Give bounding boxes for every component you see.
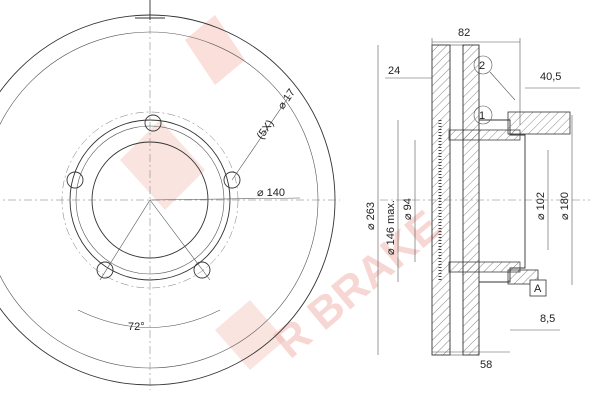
bolt-count-label: (5X) bbox=[255, 118, 277, 142]
bore-dia-label: ⌀ 94 bbox=[402, 198, 414, 220]
hub-outline bbox=[479, 119, 526, 283]
bolt-hole bbox=[144, 114, 162, 132]
callout-2-circle bbox=[473, 55, 493, 75]
angle-label: 72° bbox=[128, 321, 145, 333]
callout-2-label: 2 bbox=[479, 60, 485, 72]
min-thick-label: 8,5 bbox=[540, 313, 555, 325]
bolt-hole bbox=[66, 171, 84, 189]
datum-label: A bbox=[534, 283, 542, 295]
hub-label: 40,5 bbox=[540, 71, 561, 83]
angle-ray bbox=[149, 199, 211, 281]
callout-1-label: 1 bbox=[479, 110, 485, 122]
bottom-width-label: 58 bbox=[480, 359, 492, 371]
bolt-leader bbox=[231, 94, 291, 181]
angle-arc bbox=[77, 309, 221, 328]
outer-dia-label: ⌀ 263 bbox=[365, 202, 377, 230]
offset-label: 24 bbox=[388, 65, 400, 77]
callout-2-leader bbox=[489, 71, 516, 101]
hub-flange-top bbox=[507, 111, 571, 135]
bolt-hole bbox=[223, 171, 241, 189]
datum-box bbox=[529, 279, 547, 297]
bolt-hole bbox=[96, 261, 114, 279]
watermark-text: R BRAKE bbox=[265, 201, 450, 367]
pcd-label: ⌀ 140 bbox=[257, 187, 285, 199]
bolt-dia-label: ⌀ 17 bbox=[276, 87, 298, 112]
width-label: 82 bbox=[458, 27, 470, 39]
pcd-leader bbox=[149, 197, 301, 201]
bolt-holes bbox=[66, 114, 241, 279]
bolt-hole bbox=[193, 261, 211, 279]
hat-circle bbox=[69, 119, 231, 281]
inner-dia-label: ⌀ 102 bbox=[535, 192, 547, 220]
angle-ray bbox=[99, 199, 151, 281]
hat-dia-label: ⌀ 146 max. bbox=[385, 200, 397, 255]
hat-wall-top bbox=[448, 129, 521, 141]
callout-1-circle bbox=[473, 105, 493, 125]
hub-dia-label: ⌀ 180 bbox=[559, 192, 571, 220]
section-view: 82 24 40,5 2 1 ⌀ 263 ⌀ 146 max. ⌀ 94 ⌀ 1… bbox=[365, 27, 590, 371]
